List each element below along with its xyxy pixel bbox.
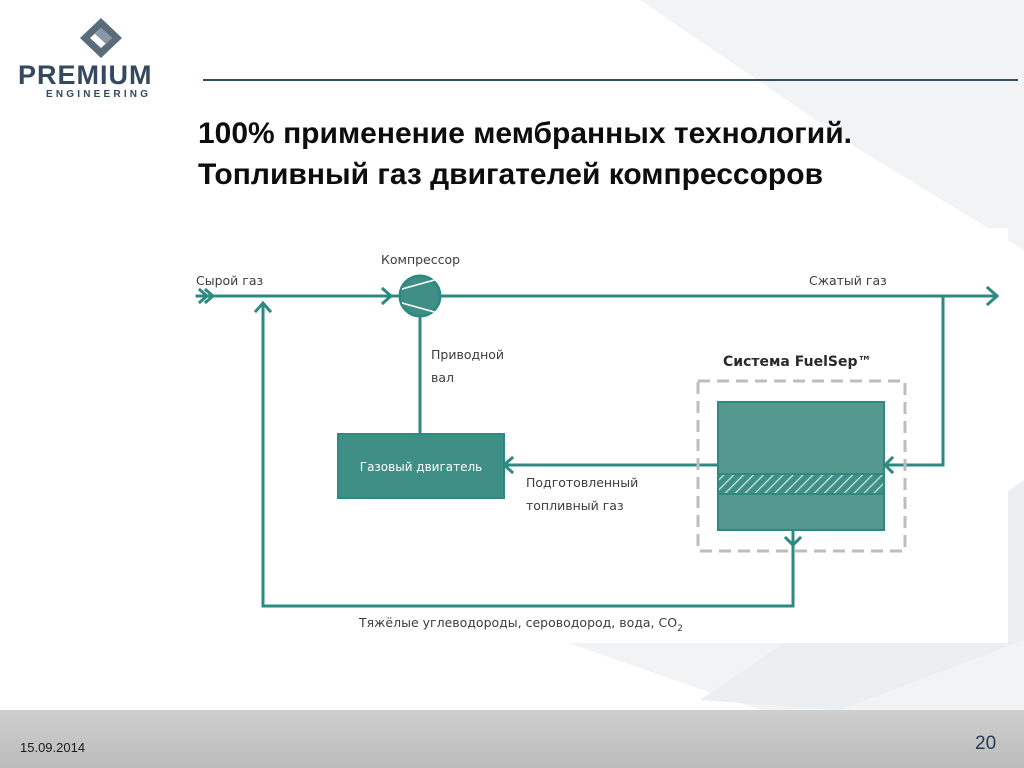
logo-name: PREMIUM [18, 60, 153, 90]
fuelsep-membrane-unit [717, 401, 885, 531]
compressed-gas-outlet-arrow [985, 285, 1000, 307]
raw-gas-inlet-arrow [197, 287, 210, 305]
slide-title-line-1: 100% применение мембранных технологий. [198, 117, 852, 150]
membrane-layer [719, 474, 883, 494]
recycle-arrow-to-fuelsep [783, 535, 803, 548]
slide-title: 100% применение мембранных технологий. Т… [198, 113, 998, 195]
fuelsep-system-frame [696, 379, 907, 553]
heavy-hc-recycle-line [261, 302, 795, 608]
fuelsep-system-title: Система FuelSep™ [723, 354, 871, 370]
gas-engine-label: Газовый двигатель [360, 460, 483, 474]
fuel-gas-label-line-2: топливный газ [526, 498, 624, 513]
slide-date: 15.09.2014 [20, 740, 86, 755]
recycle-join-arrow [253, 300, 273, 314]
header-divider [203, 79, 1018, 81]
drive-shaft-label-line-1: Приводной [431, 347, 504, 362]
compressed-gas-label: Сжатый газ [809, 273, 887, 288]
compressor-icon [398, 274, 442, 318]
slide-title-line-2: Топливный газ двигателей компрессоров [198, 158, 824, 191]
compressor-inlet-arrow [380, 286, 394, 306]
premium-engineering-logo: PREMIUM ENGINEERING [18, 18, 188, 102]
raw-gas-label: Сырой газ [196, 273, 263, 288]
fuel-gas-label-line-1: Подготовленный [526, 475, 638, 490]
heavy-hydrocarbons-label: Тяжёлые углеводороды, сероводород, вода,… [358, 615, 683, 634]
gas-engine-box [337, 433, 505, 499]
compressor-label: Компрессор [381, 252, 460, 267]
drive-shaft-label-line-2: вал [431, 370, 454, 385]
logo-diamond-icon [80, 18, 122, 58]
footer-bar [0, 710, 1024, 768]
logo-subtitle: ENGINEERING [46, 89, 152, 100]
co2-subscript: 2 [677, 624, 683, 634]
page-number: 20 [975, 733, 997, 754]
heavy-hydrocarbons-text: Тяжёлые углеводороды, сероводород, вода,… [358, 615, 677, 630]
